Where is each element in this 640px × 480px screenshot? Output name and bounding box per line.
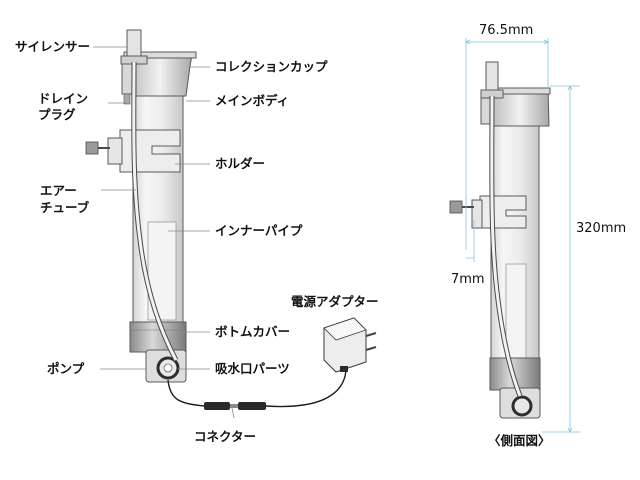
label-pump: ポンプ (47, 361, 85, 376)
bottom-cover (129, 321, 187, 353)
dim-height: 320mm (576, 221, 626, 236)
adapter-cable (265, 367, 347, 408)
side-inner-pipe (505, 263, 527, 361)
dim-width: 76.5mm (479, 23, 533, 38)
label-bottom-cover: ボトムカバー (215, 324, 290, 339)
leader-lines (93, 46, 235, 419)
side-thumb-screw (449, 200, 463, 214)
label-side-view: 〈側面図〉 (488, 433, 551, 448)
front-view: サイレンサー コレクションカップ ドレイン プラグ メインボディ ホルダー エア… (15, 29, 379, 444)
label-inner-pipe: インナーパイプ (215, 223, 303, 238)
thumb-screw (85, 141, 99, 155)
label-drain-plug-line2: プラグ (38, 107, 76, 122)
label-holder: ホルダー (215, 156, 265, 171)
dimension-lines (465, 38, 580, 433)
label-silencer: サイレンサー (15, 39, 90, 54)
connector (204, 402, 266, 410)
power-adapter (323, 317, 377, 373)
label-drain-plug-line1: ドレイン (38, 91, 88, 106)
label-power-adapter: 電源アダプター (291, 294, 379, 309)
silencer (126, 29, 142, 57)
label-air-tube-line1: エアー (40, 183, 77, 198)
pump-cable (167, 379, 206, 407)
label-main-body: メインボディ (215, 93, 289, 108)
label-air-tube-line2: チューブ (40, 200, 90, 215)
dim-offset: 7mm (451, 272, 485, 287)
side-view: 76.5mm 320mm 7mm 〈側面図〉 (449, 23, 626, 448)
label-connector: コネクター (194, 429, 256, 444)
label-intake-parts: 吸水口パーツ (215, 361, 290, 376)
label-collection-cup: コレクションカップ (215, 59, 328, 74)
